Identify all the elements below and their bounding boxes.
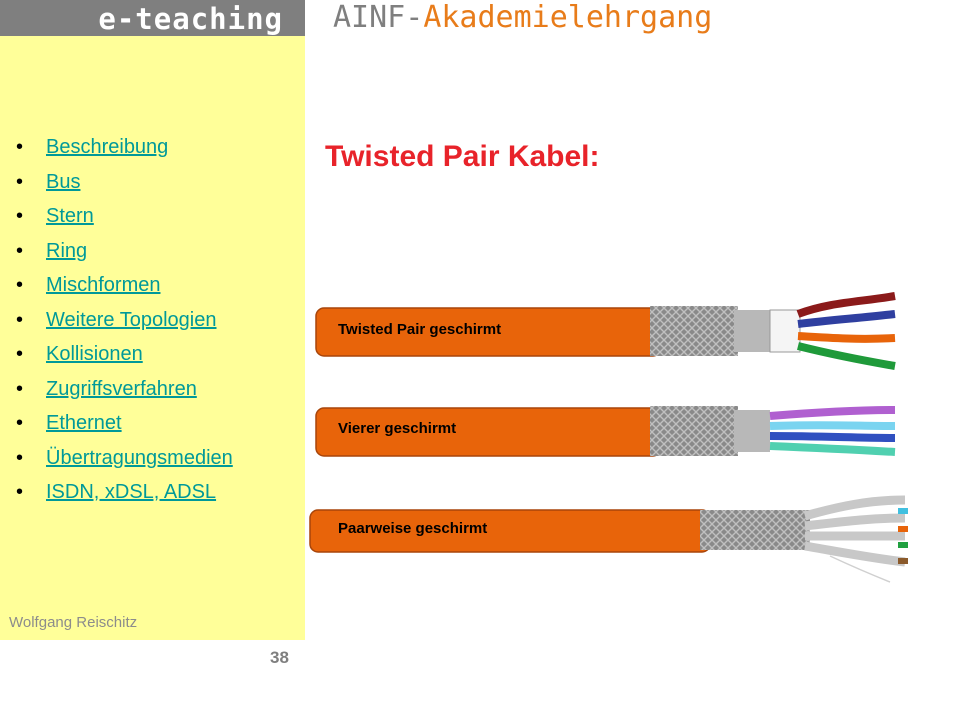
nav-list: •Beschreibung •Bus •Stern •Ring •Mischfo… xyxy=(16,136,233,516)
header-title-prefix: AINF- xyxy=(333,0,424,35)
cable-braid-shield xyxy=(700,510,810,550)
wire-tip-orange xyxy=(898,526,908,532)
wire-pair-green xyxy=(797,342,896,370)
wire-quad-purple xyxy=(769,406,896,420)
nav-link-beschreibung[interactable]: Beschreibung xyxy=(46,136,169,158)
author-name: Wolfgang Reischitz xyxy=(9,614,138,631)
cable-paarweise xyxy=(309,495,908,583)
nav-item-kollisionen: •Kollisionen xyxy=(16,343,143,365)
nav-link-ring[interactable]: Ring xyxy=(46,239,88,262)
sidebar: e-teaching •Beschreibung •Bus •Stern •Ri… xyxy=(0,0,305,640)
cable-braid-shield xyxy=(650,406,738,456)
wire-shielded-pair xyxy=(804,541,906,567)
wire-quad-cyan xyxy=(769,421,896,430)
cable-label-twisted-pair: Twisted Pair geschirmt xyxy=(338,321,502,338)
nav-item-zugriffsverfahren: •Zugriffsverfahren xyxy=(16,377,197,400)
cable-label-paarweise: Paarweise geschirmt xyxy=(338,520,488,537)
cable-braid-shield xyxy=(650,306,738,356)
nav-link-kollisionen[interactable]: Kollisionen xyxy=(46,343,143,365)
nav-item-beschreibung: •Beschreibung xyxy=(16,136,169,158)
header-title: AINF-Akademielehrgang xyxy=(333,0,712,35)
nav-link-mischformen[interactable]: Mischformen xyxy=(46,274,161,296)
cable-vierer xyxy=(315,406,896,457)
nav-item-ethernet: •Ethernet xyxy=(16,412,122,434)
wire-tip-green xyxy=(898,542,908,548)
page-number: 38 xyxy=(270,648,289,667)
wire-pair-red xyxy=(796,292,896,318)
nav-link-isdn[interactable]: ISDN, xDSL, ADSL xyxy=(46,481,217,503)
brand-bar: e-teaching xyxy=(0,0,305,36)
nav-link-uebertragungsmedien[interactable]: Übertragungsmedien xyxy=(46,446,233,469)
cable-twisted-pair xyxy=(315,292,896,370)
nav-link-ethernet[interactable]: Ethernet xyxy=(46,412,122,434)
nav-link-stern[interactable]: Stern xyxy=(46,205,94,227)
nav-link-bus[interactable]: Bus xyxy=(46,170,81,193)
wire-pair-blue xyxy=(797,310,896,328)
nav-link-weitere-topologien[interactable]: Weitere Topologien xyxy=(46,308,217,331)
wire-shielded-pair xyxy=(804,513,906,531)
header-title-suffix: Akademielehrgang xyxy=(423,0,713,35)
cable-foil xyxy=(734,410,770,452)
nav-item-mischformen: •Mischformen xyxy=(16,274,161,296)
nav-item-uebertragungsmedien: •Übertragungsmedien xyxy=(16,446,233,469)
wire-quad-teal xyxy=(769,442,896,456)
wire-tip-brown xyxy=(898,558,908,564)
nav-item-isdn: •ISDN, xDSL, ADSL xyxy=(16,481,217,503)
nav-link-zugriffsverfahren[interactable]: Zugriffsverfahren xyxy=(46,377,197,400)
nav-item-bus: •Bus xyxy=(16,170,81,193)
cable-label-vierer: Vierer geschirmt xyxy=(338,420,457,437)
cable-illustration xyxy=(309,292,908,583)
page-title: Twisted Pair Kabel: xyxy=(325,140,600,173)
wire-pair-orange xyxy=(797,332,896,343)
nav-item-stern: •Stern xyxy=(16,205,94,227)
brand-logo: e-teaching xyxy=(98,2,283,36)
nav-item-weitere-topologien: •Weitere Topologien xyxy=(16,308,217,331)
drain-wire xyxy=(829,555,891,583)
wire-shielded-pair xyxy=(803,495,906,521)
nav-item-ring: •Ring xyxy=(16,239,88,262)
wire-quad-blue xyxy=(769,432,896,442)
wire-tip-blue xyxy=(898,508,908,514)
cable-inner-foil xyxy=(769,309,801,353)
